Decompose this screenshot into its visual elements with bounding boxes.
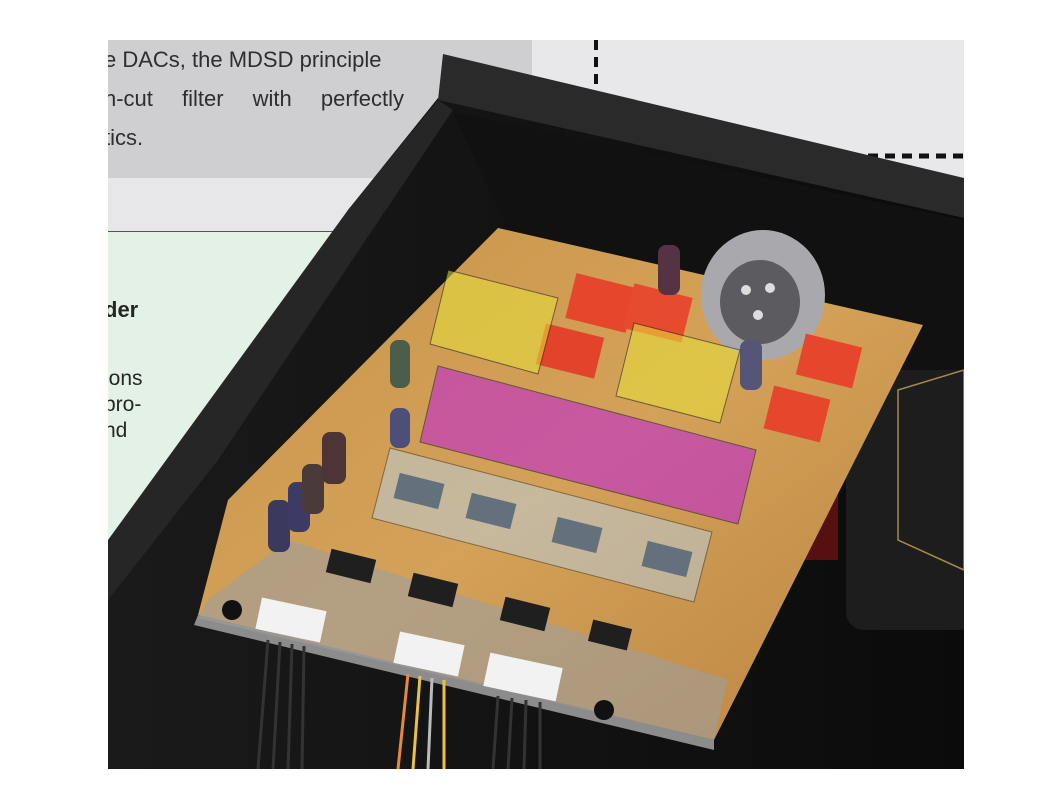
xlr-pin <box>741 285 751 295</box>
blue-highlight <box>371 447 713 603</box>
circuit-board-photo <box>108 40 964 769</box>
gold-trim <box>897 369 964 571</box>
xlr-pin <box>753 310 763 320</box>
body-text: ions pro- nd <box>108 366 143 444</box>
body-line: pro- <box>108 393 142 416</box>
mount-screw <box>222 600 242 620</box>
side-wall <box>108 100 453 600</box>
side-unit <box>846 370 964 630</box>
body-line: ions <box>108 367 143 390</box>
red-capacitor <box>763 385 831 443</box>
red-capacitor <box>795 333 863 389</box>
yellow-highlight <box>615 322 741 424</box>
photo-stage: e DACs, the MDSD principle h-cut filter … <box>108 40 964 769</box>
wire-connector <box>255 597 327 643</box>
body-line: nd <box>108 419 128 442</box>
red-capacitor <box>535 323 605 379</box>
xlr-socket <box>720 260 800 344</box>
pcb-edge <box>194 615 714 750</box>
capacitor-group <box>268 245 762 552</box>
section-heading: der <box>108 297 139 322</box>
wire-connector <box>483 652 563 702</box>
ic-chips <box>325 472 693 651</box>
wires <box>256 639 542 769</box>
top-paragraph: e DACs, the MDSD principle h-cut filter … <box>108 40 434 157</box>
silver-strip <box>198 540 728 740</box>
wire-connector <box>393 631 465 677</box>
lid-edge <box>438 54 964 218</box>
paragraph-line: e DACs, the MDSD principle <box>108 47 382 72</box>
xlr-pin <box>765 283 775 293</box>
mount-screw <box>594 700 614 720</box>
paragraph-line: h-cut filter with perfectly <box>108 86 404 111</box>
red-capacitor <box>565 273 637 333</box>
paragraph-line: tics. <box>108 125 144 150</box>
yellow-highlight <box>429 269 559 375</box>
divider-line <box>108 231 488 232</box>
magenta-highlight <box>419 365 757 525</box>
